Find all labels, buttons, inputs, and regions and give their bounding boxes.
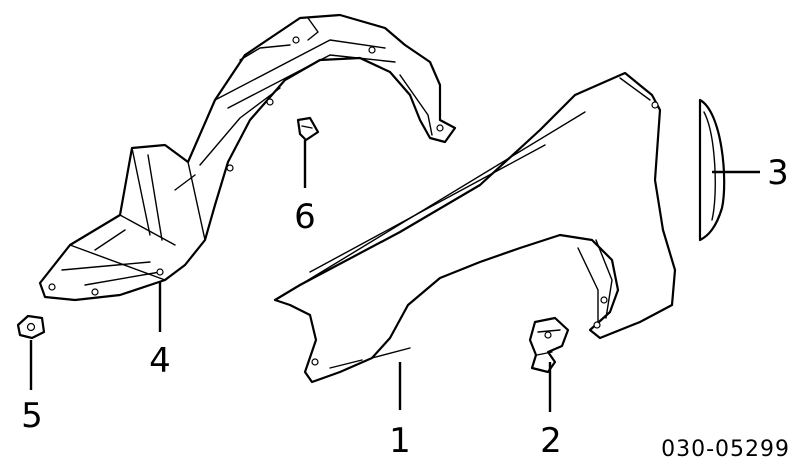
clip-part-6 — [296, 116, 320, 142]
leader-lines — [29, 140, 760, 412]
front-fender-part — [273, 71, 677, 384]
drawing-code: 030-05299 — [661, 437, 790, 462]
clip-nut-part-5 — [16, 314, 46, 340]
callout-5: 5 — [21, 396, 43, 436]
fender-bracket-part — [528, 316, 570, 374]
side-marker-part — [698, 98, 726, 242]
callout-4: 4 — [149, 341, 171, 381]
callout-6: 6 — [294, 197, 316, 237]
fender-liner-part — [38, 13, 457, 302]
callout-1: 1 — [389, 421, 411, 461]
callout-3: 3 — [767, 153, 789, 193]
callout-2: 2 — [540, 421, 562, 461]
